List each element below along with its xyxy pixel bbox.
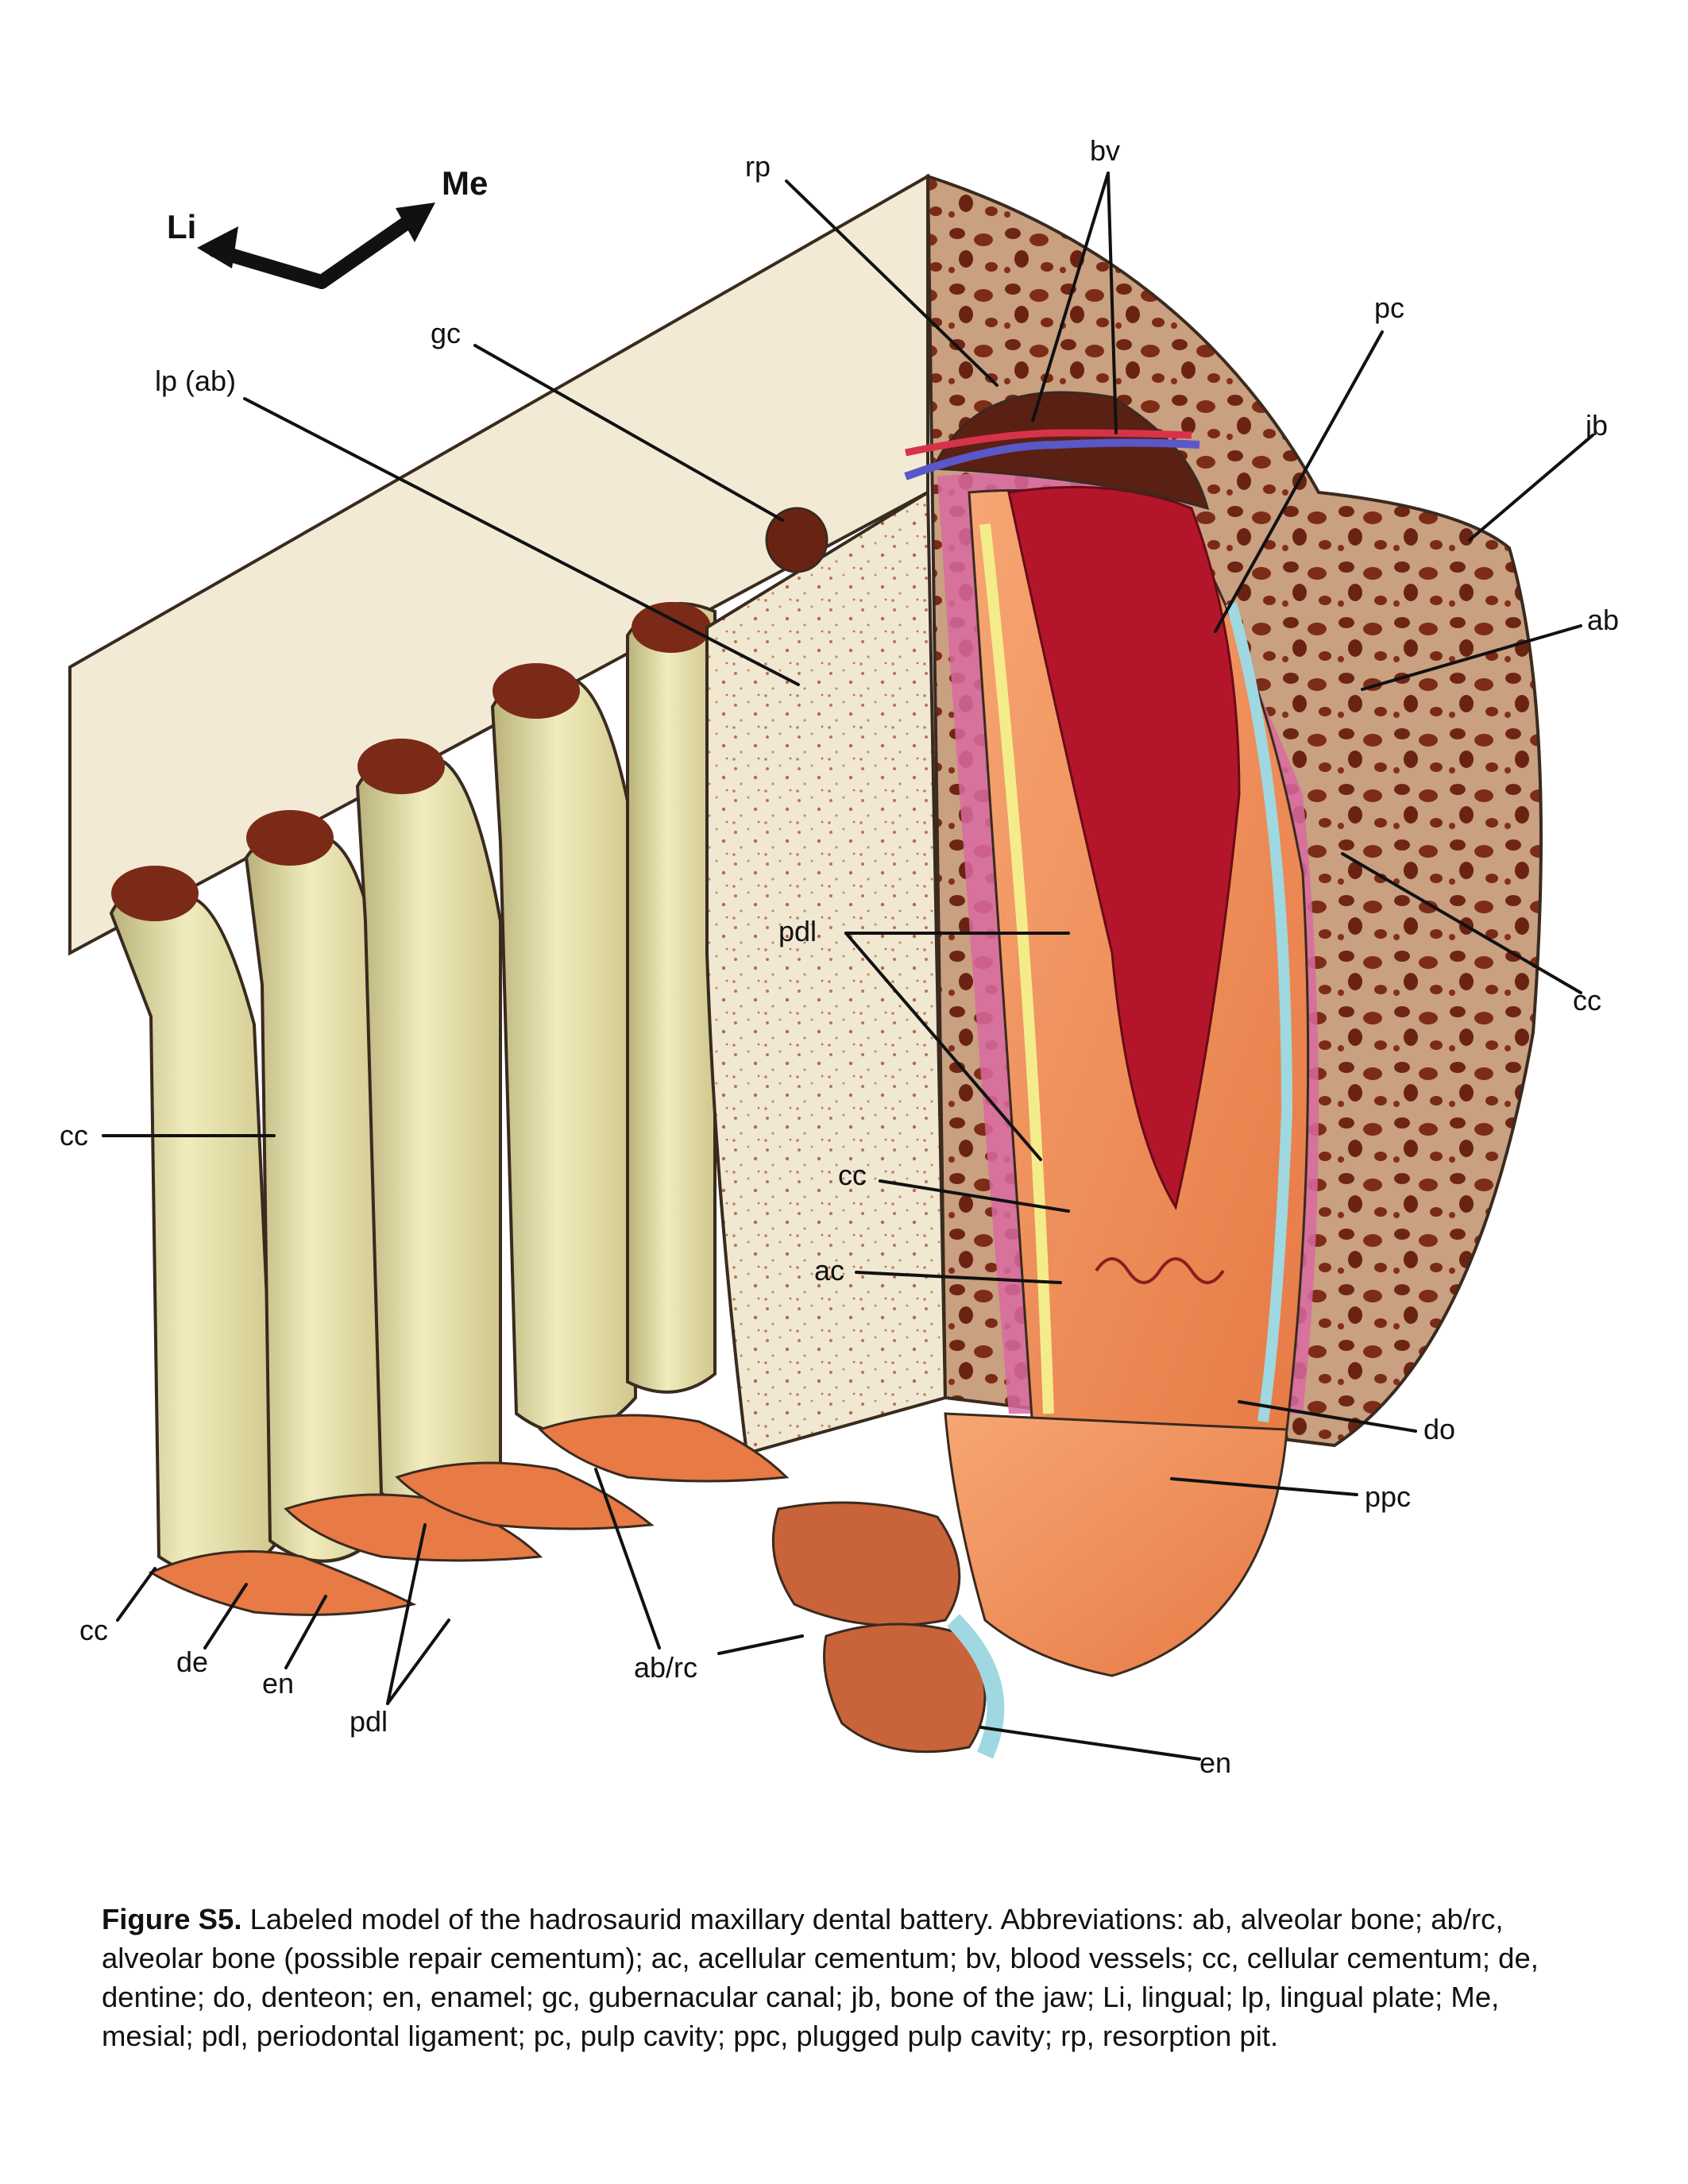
- tooth-tip-1: [111, 866, 199, 921]
- occlusal-section-4: [538, 1414, 790, 1483]
- arrowhead-lingual-icon: [197, 226, 238, 268]
- leader-do: [1238, 1400, 1417, 1433]
- label-pdl-bottom: pdl: [350, 1705, 388, 1738]
- leader-ac: [855, 1271, 1062, 1284]
- leader-en-bottom: [284, 1595, 327, 1669]
- leader-en-right: [979, 1726, 1201, 1761]
- leader-pdl-bottom-1: [386, 1523, 427, 1705]
- caption-text: Labeled model of the hadrosaurid maxilla…: [102, 1903, 1539, 2052]
- blood-vessel-blue: [904, 438, 1200, 480]
- caption-heading: Figure S5.: [102, 1903, 242, 1935]
- leader-lines: [102, 172, 1594, 1761]
- tooth-column-5: [626, 602, 717, 1394]
- tooth-tip-5: [632, 602, 711, 653]
- leader-pdl-2: [844, 932, 1042, 1161]
- lingual-plate-face: [705, 489, 948, 1456]
- dentine-column-lower: [944, 1412, 1288, 1677]
- occlusal-section-3: [395, 1461, 655, 1530]
- leader-de: [203, 1583, 248, 1650]
- leader-ab-rc-2: [717, 1634, 804, 1655]
- label-jb: jb: [1585, 409, 1608, 442]
- occlusal-section-5: [771, 1501, 961, 1627]
- leader-ab-rc-1: [594, 1468, 661, 1650]
- tooth-tip-3: [357, 739, 445, 794]
- leader-cc-bottom: [116, 1567, 156, 1622]
- tooth-column-4: [490, 669, 637, 1436]
- sectioned-tooth: [904, 391, 1319, 1431]
- enamel-band: [1226, 602, 1293, 1422]
- leader-ab: [1361, 624, 1582, 691]
- tooth-tip-4: [492, 663, 580, 719]
- label-cc-mid: cc: [838, 1159, 867, 1191]
- orientation-compass: Li Me: [167, 164, 488, 289]
- label-do: do: [1423, 1413, 1455, 1445]
- label-ab-rc: ab/rc: [634, 1651, 697, 1684]
- lingual-teeth: [109, 602, 717, 1579]
- leader-ppc: [1170, 1477, 1358, 1496]
- plugged-pulp-line: [1095, 1257, 1225, 1284]
- blood-vessel-red: [905, 429, 1192, 457]
- leader-lp: [243, 397, 800, 686]
- enamel-wrap: [947, 1614, 1005, 1759]
- occlusal-section-6: [823, 1623, 987, 1754]
- compass-lingual-label: Li: [167, 208, 196, 245]
- label-bv: bv: [1090, 134, 1120, 167]
- label-cc-left: cc: [60, 1119, 88, 1152]
- label-cc-right: cc: [1573, 984, 1601, 1017]
- leader-gc: [473, 344, 784, 522]
- leader-bv-2: [1107, 172, 1118, 434]
- resorption-pit: [931, 391, 1210, 511]
- cementum-band: [979, 523, 1054, 1414]
- gubernacular-canal: [765, 507, 829, 573]
- label-en-bottom: en: [262, 1667, 294, 1700]
- label-ac: ac: [814, 1254, 844, 1287]
- label-cc-bottom: cc: [79, 1614, 108, 1646]
- label-rp: rp: [745, 150, 771, 183]
- leader-bv-1: [1031, 172, 1110, 423]
- arrowhead-mesial-icon: [396, 203, 435, 242]
- label-gc: gc: [431, 317, 461, 349]
- tooth-column-1: [109, 883, 280, 1579]
- pulp-cavity: [1007, 485, 1241, 1210]
- tooth-column-3: [355, 749, 502, 1515]
- label-ppc: ppc: [1365, 1480, 1411, 1513]
- tooth-tip-2: [246, 810, 334, 866]
- leader-cc-mid: [879, 1179, 1070, 1213]
- compass-mesial-label: Me: [442, 164, 488, 202]
- leader-pdl-bottom-2: [386, 1619, 450, 1705]
- label-lp-ab: lp (ab): [155, 365, 236, 397]
- leader-rp: [785, 179, 999, 387]
- label-pdl-mid: pdl: [778, 915, 817, 947]
- label-en-right: en: [1199, 1746, 1231, 1779]
- leader-pc: [1214, 330, 1384, 633]
- compass-arrow-icon: [207, 211, 420, 289]
- figure-labels: rp bv pc jb gc lp (ab) ab cc pdl cc ac c…: [60, 134, 1619, 1779]
- occlusal-section-1: [148, 1549, 417, 1616]
- leader-cc-right: [1341, 852, 1582, 994]
- figure-caption: Figure S5. Labeled model of the hadrosau…: [102, 1900, 1595, 2055]
- occlusal-sections: [148, 1412, 1288, 1759]
- label-de: de: [176, 1646, 208, 1678]
- label-pc: pc: [1374, 291, 1404, 324]
- occlusal-section-2: [284, 1493, 543, 1562]
- label-ab: ab: [1587, 604, 1619, 636]
- leader-jb: [1468, 434, 1594, 542]
